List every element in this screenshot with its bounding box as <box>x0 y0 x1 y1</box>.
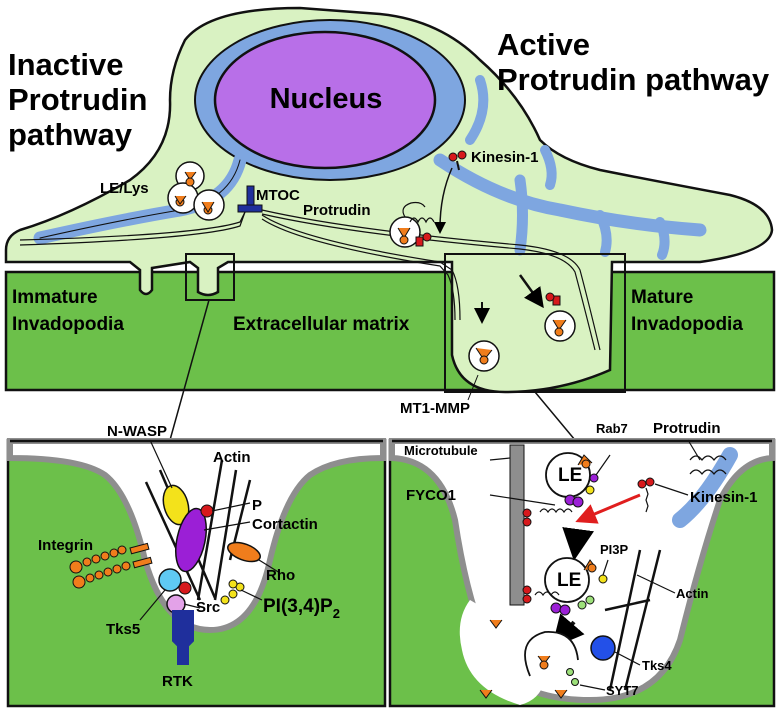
mature-label-2: Invadopodia <box>631 314 743 335</box>
fyco1-label: FYCO1 <box>406 487 456 504</box>
actin-label-right: Actin <box>676 586 709 601</box>
mt1mmp-label: MT1-MMP <box>400 400 470 417</box>
protrudin-label: Protrudin <box>303 202 371 219</box>
p-label: P <box>252 497 262 514</box>
microtubule-label: Microtubule <box>404 443 478 458</box>
kinesin-inset-label: Kinesin-1 <box>690 489 758 506</box>
le-label-1: LE <box>558 465 582 486</box>
kinesin-free <box>434 150 467 234</box>
pi34p2-label: PI(3,4)P2 <box>263 596 340 621</box>
rho-label: Rho <box>266 567 295 584</box>
nucleus <box>213 30 437 170</box>
immature-label-2: Invadopodia <box>12 314 124 335</box>
active-title-1: Active <box>497 27 590 62</box>
integrin-label: Integrin <box>38 537 93 554</box>
le-lys-label: LE/Lys <box>100 180 149 197</box>
immature-label-1: Immature <box>12 287 98 308</box>
matrix-band <box>4 270 776 392</box>
inactive-title-1: Inactive <box>8 47 123 82</box>
mtoc-label: MTOC <box>256 187 300 204</box>
inactive-title-2: Protrudin <box>8 82 148 117</box>
mtoc <box>237 185 263 213</box>
nucleus-label: Nucleus <box>270 83 383 115</box>
inactive-title-3: pathway <box>8 117 133 152</box>
left-connector <box>169 299 210 441</box>
right-connector <box>534 391 576 441</box>
tks4-label: Tks4 <box>642 658 672 673</box>
syt7-label: SYT7 <box>606 683 639 698</box>
microtubules-cell <box>19 209 601 351</box>
le-lys-vesicles <box>167 161 225 221</box>
protrudin-inset-label: Protrudin <box>653 420 721 437</box>
active-title-2: Protrudin pathway <box>497 62 770 97</box>
mature-invadopodia-contents <box>467 274 576 401</box>
actin-label-left: Actin <box>213 449 251 466</box>
tks5-label: Tks5 <box>106 621 140 638</box>
protrudin-vesicle <box>389 201 435 248</box>
nwasp-label: N-WASP <box>107 423 167 440</box>
cortactin-label: Cortactin <box>252 516 318 533</box>
rab7-label: Rab7 <box>596 421 628 436</box>
rtk-label: RTK <box>162 673 193 690</box>
ecm-label: Extracellular matrix <box>233 314 410 335</box>
right-inset <box>388 438 776 708</box>
left-inset <box>6 438 387 708</box>
src-label: Src <box>196 599 220 616</box>
pi3p-label: PI3P <box>600 542 629 557</box>
immature-zoom-box <box>185 253 235 301</box>
le-label-2: LE <box>557 570 581 591</box>
kinesin-label: Kinesin-1 <box>471 149 539 166</box>
mature-label-1: Mature <box>631 287 693 308</box>
